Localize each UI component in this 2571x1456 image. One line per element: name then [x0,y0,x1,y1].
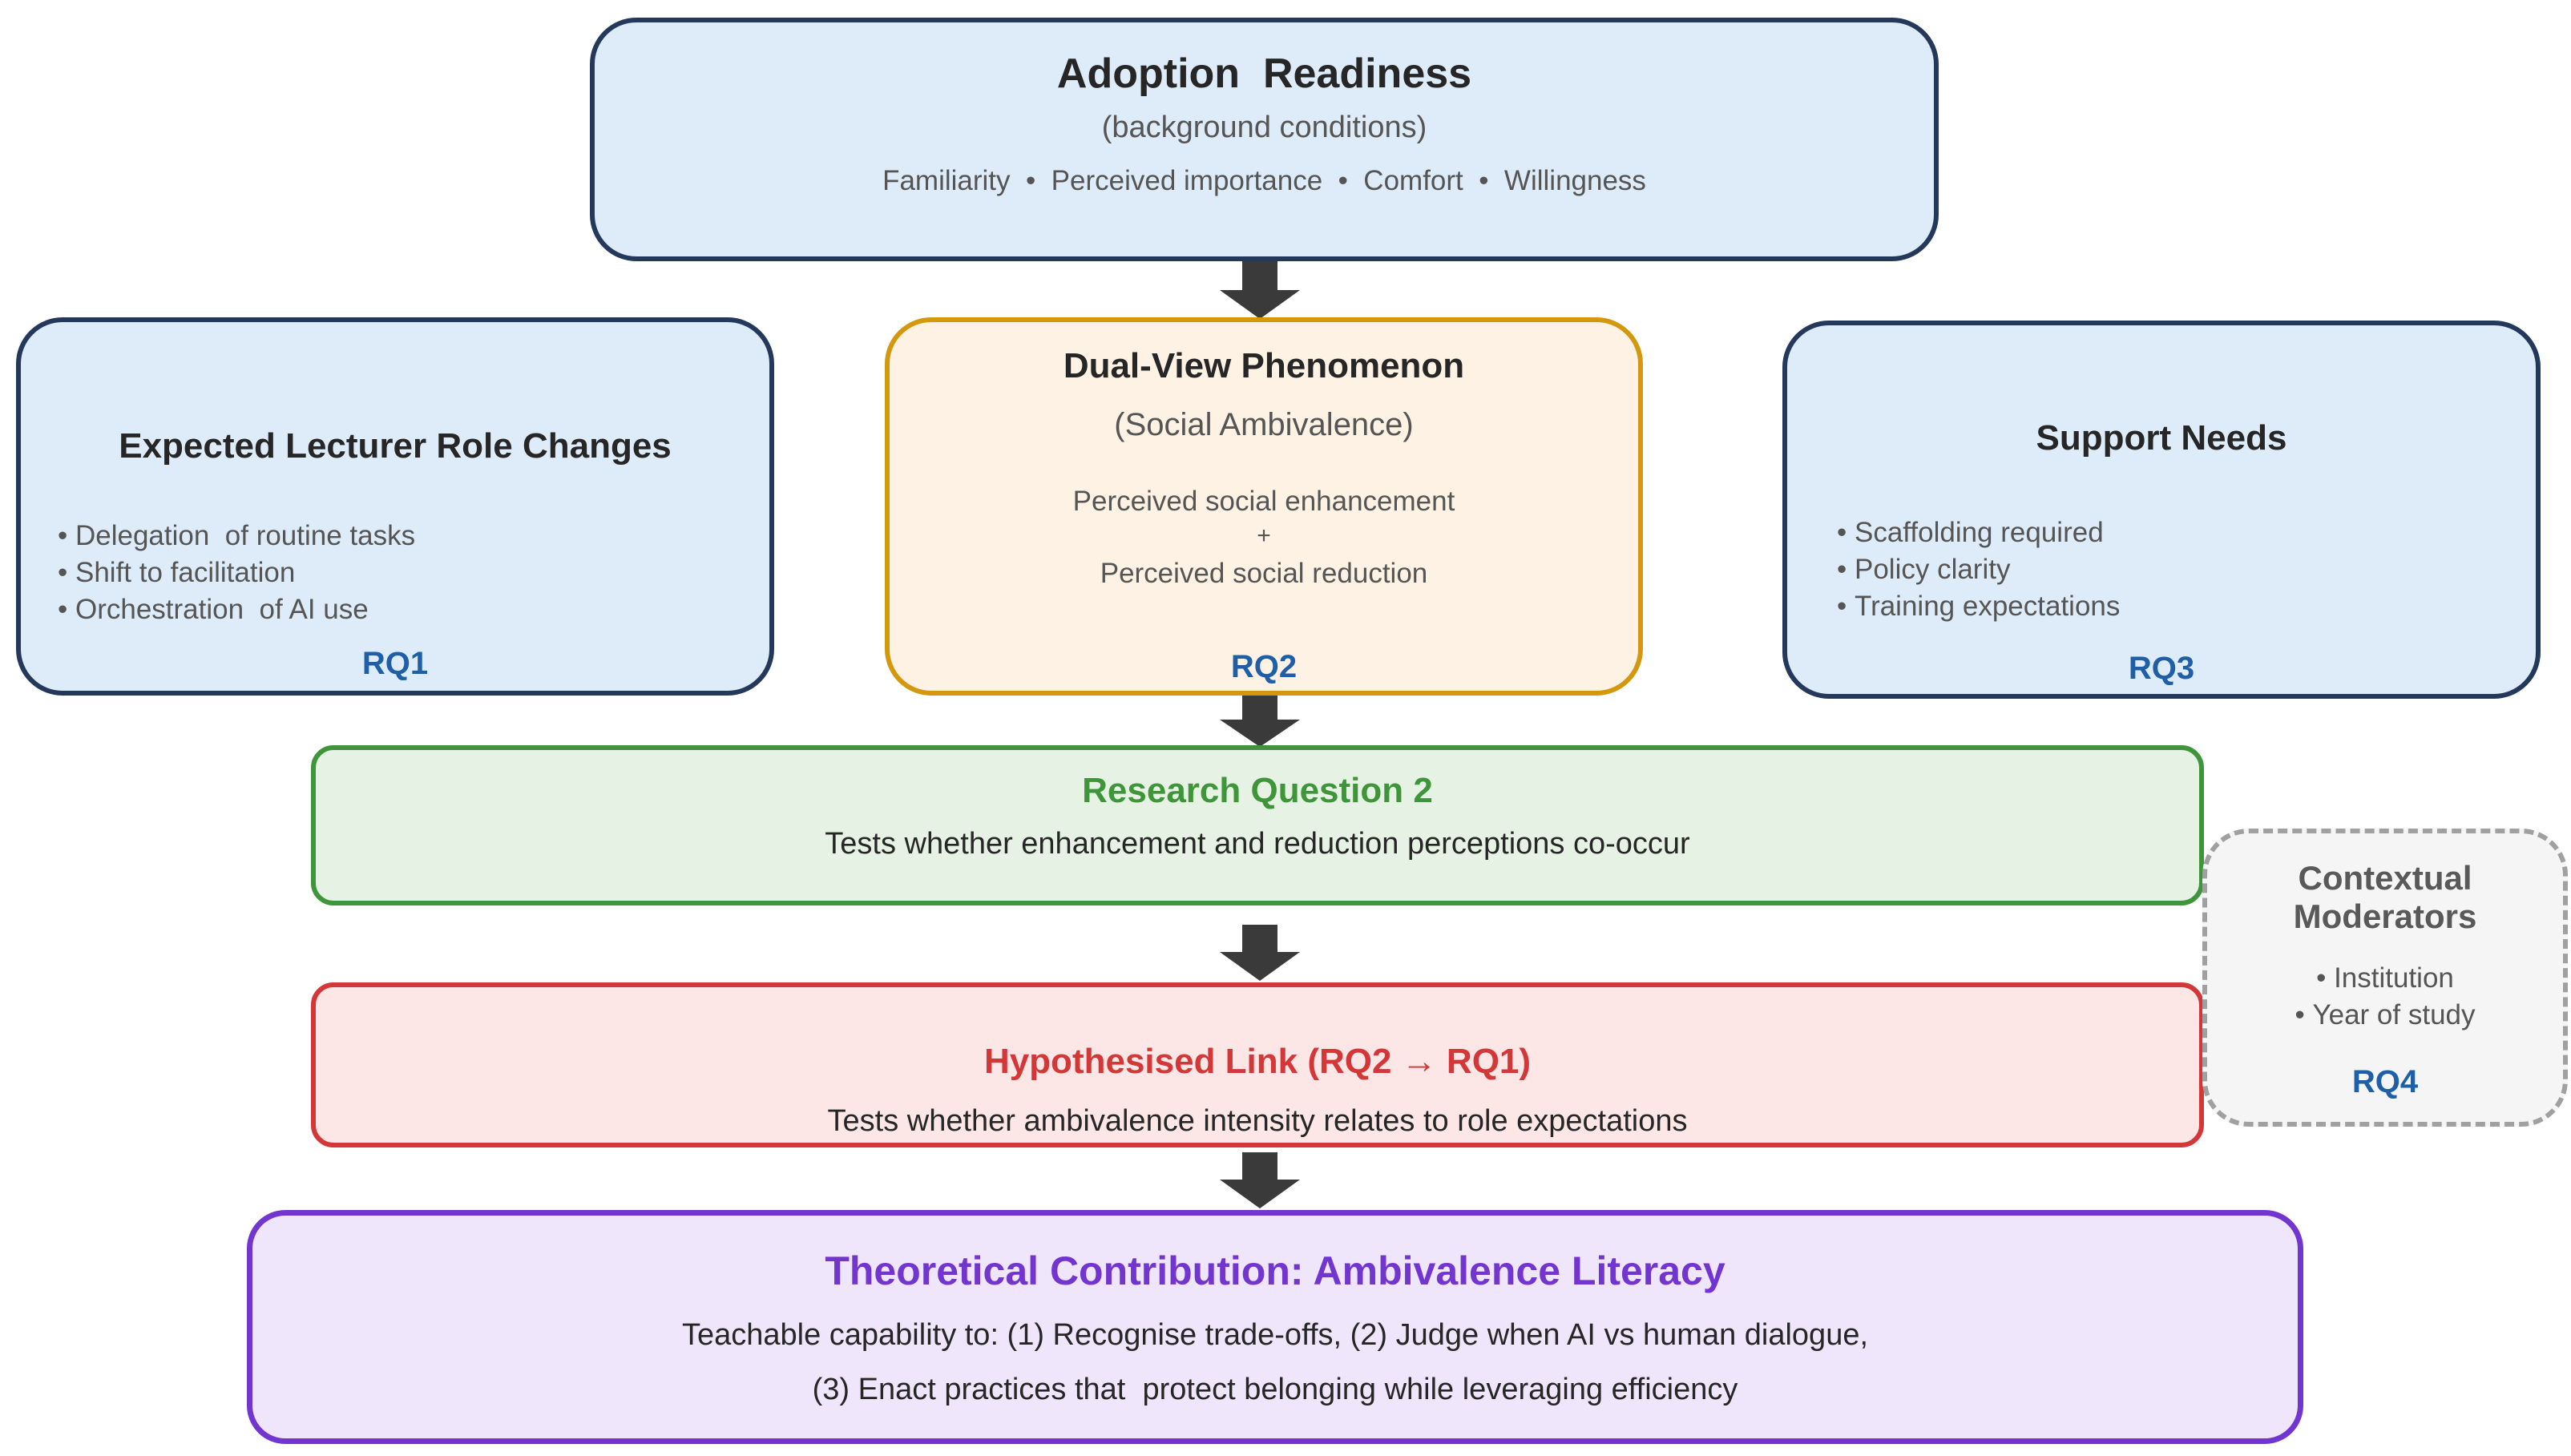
context-title-line1: Contextual [2298,859,2472,897]
rq1-label: RQ1 [361,646,429,681]
dual-plus: + [1257,522,1271,549]
support-bullets: Scaffolding required Policy clarity Trai… [1837,514,2120,625]
theory-line2: (3) Enact practices that protect belongi… [812,1373,1738,1406]
dual-view-box: Dual-View Phenomenon (Social Ambivalence… [885,317,1643,696]
theory-line1: Teachable capability to: (1) Recognise t… [681,1318,1869,1352]
context-bullets: Institution Year of study [2207,960,2563,1034]
theoretical-contribution-box: Theoretical Contribution: Ambivalence Li… [247,1210,2303,1444]
context-title-line2: Moderators [2293,897,2477,935]
context-bullet: Year of study [2207,997,2563,1034]
support-bullet: Training expectations [1837,588,2120,625]
readiness-subtitle: (background conditions) [1101,111,1427,144]
research-question-2-box: Research Question 2 Tests whether enhanc… [311,745,2204,905]
rq2-text: Tests whether enhancement and reduction … [825,827,1690,861]
contextual-moderators-box: Contextual Moderators Institution Year o… [2202,829,2568,1127]
readiness-title: Adoption Readiness [1056,50,1472,97]
rq3-label: RQ3 [2128,651,2195,686]
support-bullet: Policy clarity [1837,551,2120,588]
readiness-items: Familiarity • Perceived importance • Com… [882,165,1646,196]
rq4-label: RQ4 [2351,1064,2419,1099]
rq2-title: Research Question 2 [1082,771,1433,810]
role-bullet: Shift to facilitation [58,555,415,591]
support-title: Support Needs [2036,418,2287,458]
role-bullet: Delegation of routine tasks [58,518,415,555]
hypothesised-link-box: Hypothesised Link (RQ2 → RQ1) Tests whet… [311,982,2204,1147]
dual-reduction: Perceived social reduction [1100,558,1428,589]
hypothesis-text: Tests whether ambivalence intensity rela… [827,1104,1688,1138]
role-changes-box: Expected Lecturer Role Changes Delegatio… [16,317,774,696]
hypothesis-title: Hypothesised Link (RQ2 → RQ1) [983,1042,1532,1081]
theory-title: Theoretical Contribution: Ambivalence Li… [825,1248,1725,1293]
rq2-label: RQ2 [1230,649,1298,684]
dual-enhancement: Perceived social enhancement [1072,486,1455,517]
context-bullet: Institution [2207,960,2563,997]
dual-subtitle: (Social Ambivalence) [1114,407,1414,442]
adoption-readiness-box: Adoption Readiness (background condition… [590,18,1939,261]
support-bullet: Scaffolding required [1837,514,2120,551]
support-needs-box: Support Needs Scaffolding required Polic… [1782,321,2541,699]
role-title: Expected Lecturer Role Changes [119,426,672,466]
role-bullet: Orchestration of AI use [58,591,415,628]
role-bullets: Delegation of routine tasks Shift to fac… [58,518,415,628]
dual-title: Dual-View Phenomenon [1063,346,1465,385]
